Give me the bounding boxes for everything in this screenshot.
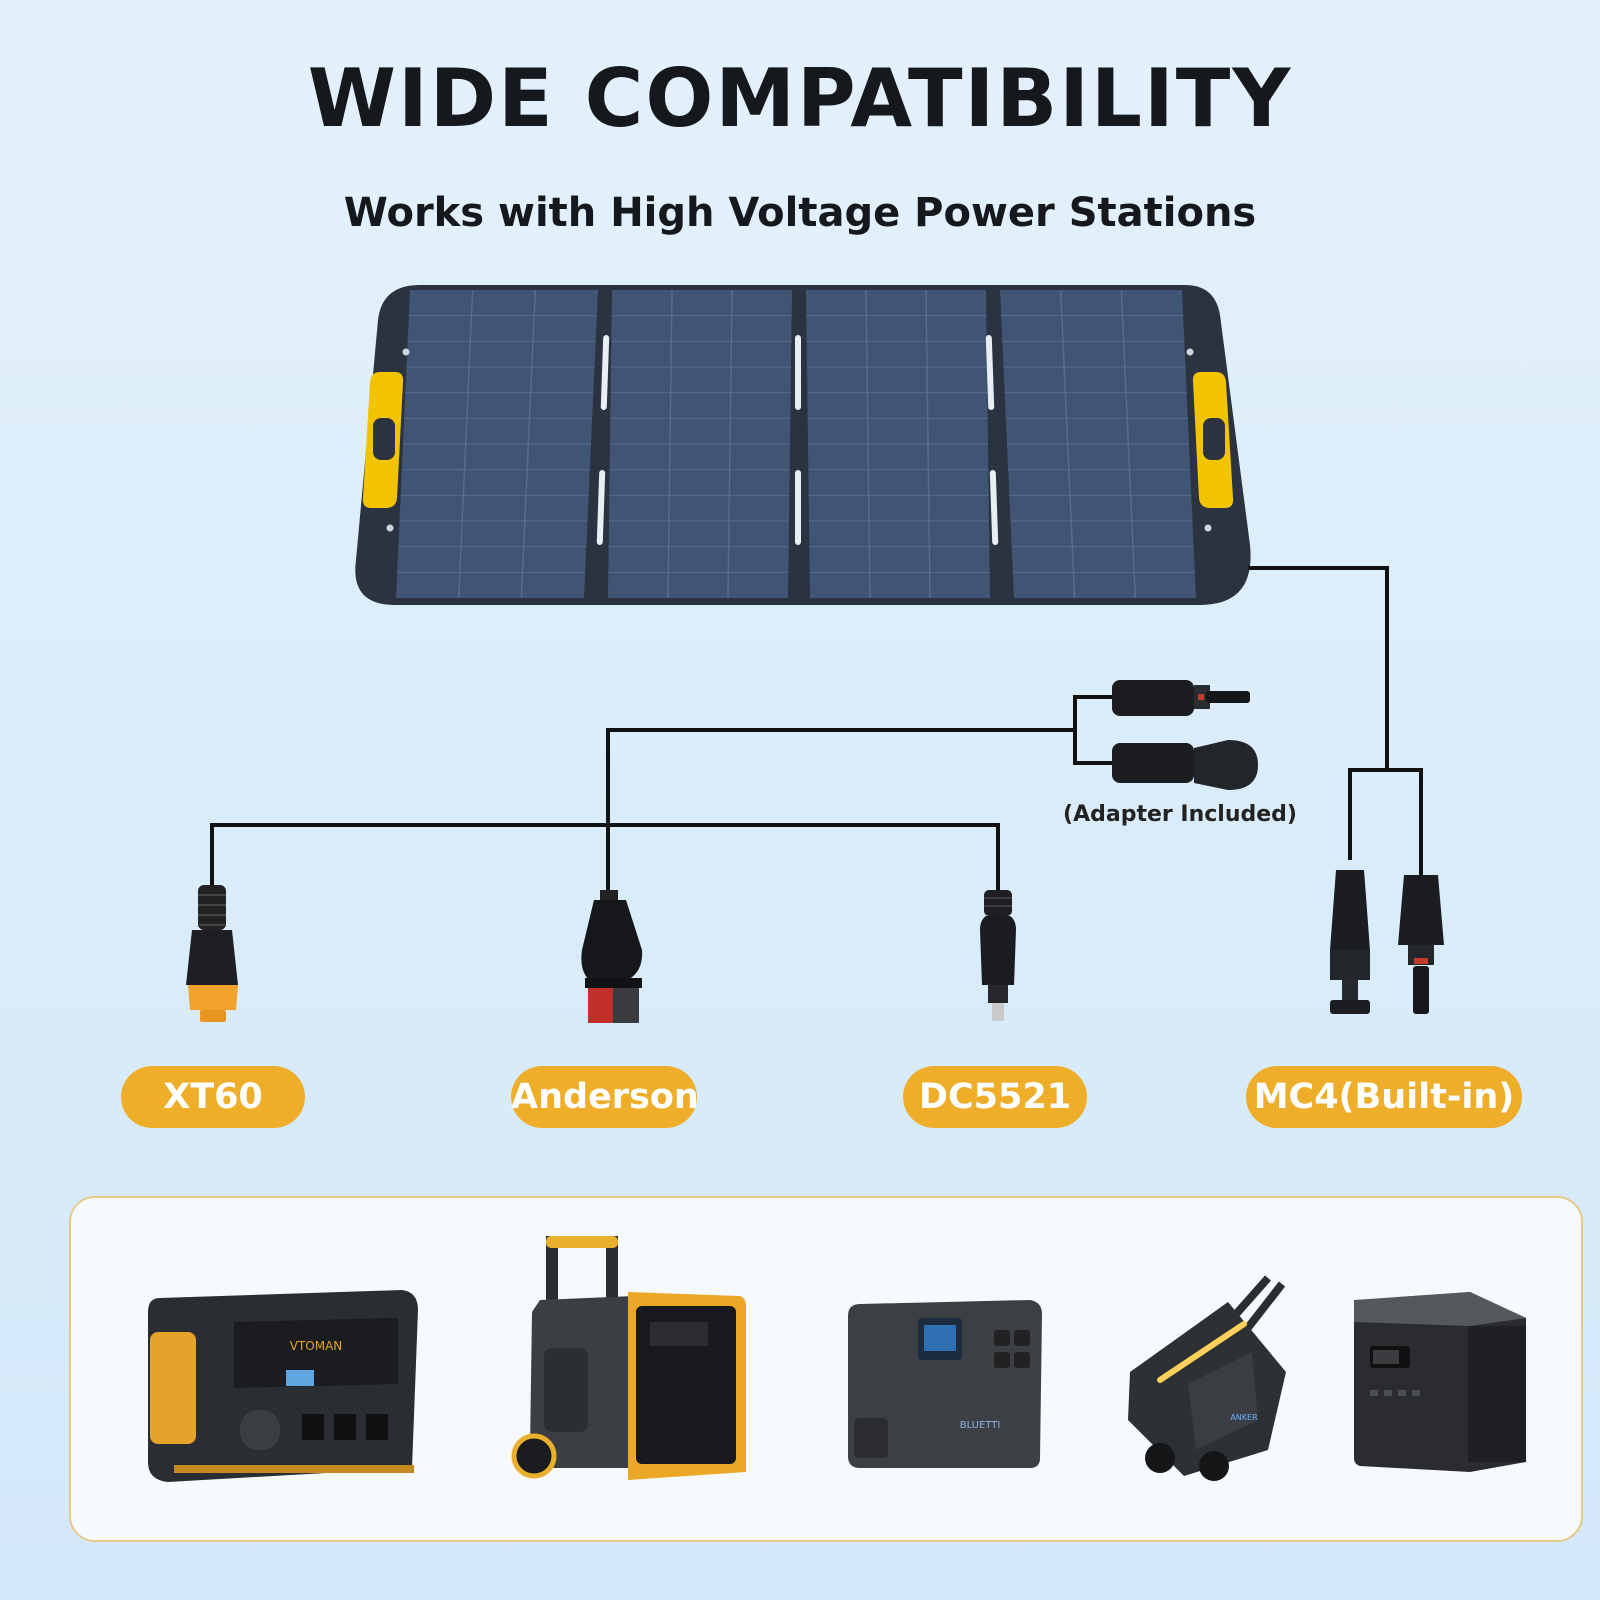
anderson-connector: [581, 890, 643, 1023]
label-mc4: MC4(Built-in): [1246, 1066, 1522, 1128]
mc4-adapter: [1112, 680, 1258, 790]
page-subtitle: Works with High Voltage Power Stations: [343, 190, 1257, 236]
page-title: WIDE COMPATIBILITY: [307, 52, 1293, 145]
adapter-note: (Adapter Included): [1063, 802, 1297, 827]
label-xt60: XT60: [121, 1066, 305, 1128]
mc4-builtin-connector: [1330, 870, 1444, 1014]
bluetti-logo: BLUETTI: [960, 1420, 1001, 1431]
dc5521-connector: [980, 890, 1016, 1021]
vtoman-logo: VTOMAN: [290, 1339, 343, 1353]
solar-panel: [355, 285, 1251, 605]
xt60-connector: [186, 885, 238, 1022]
label-dc5521: DC5521: [903, 1066, 1087, 1128]
cables: [210, 566, 1423, 895]
label-anderson: Anderson: [511, 1066, 699, 1128]
solar-cells: [396, 289, 1196, 599]
delta-station: [1354, 1292, 1526, 1472]
panel-hinges: [596, 335, 999, 545]
bluetti-station: BLUETTI: [848, 1300, 1042, 1468]
vtoman-trolley-station: [511, 1236, 746, 1480]
anker-solix-station: ANKER: [1128, 1275, 1286, 1481]
panel-handle-right: [1192, 372, 1234, 508]
panel-handle-left: [362, 372, 404, 508]
vtoman-flashspeed-station: VTOMAN: [148, 1290, 418, 1482]
panel-grommets: [386, 348, 1212, 532]
anker-logo: ANKER: [1230, 1413, 1258, 1422]
